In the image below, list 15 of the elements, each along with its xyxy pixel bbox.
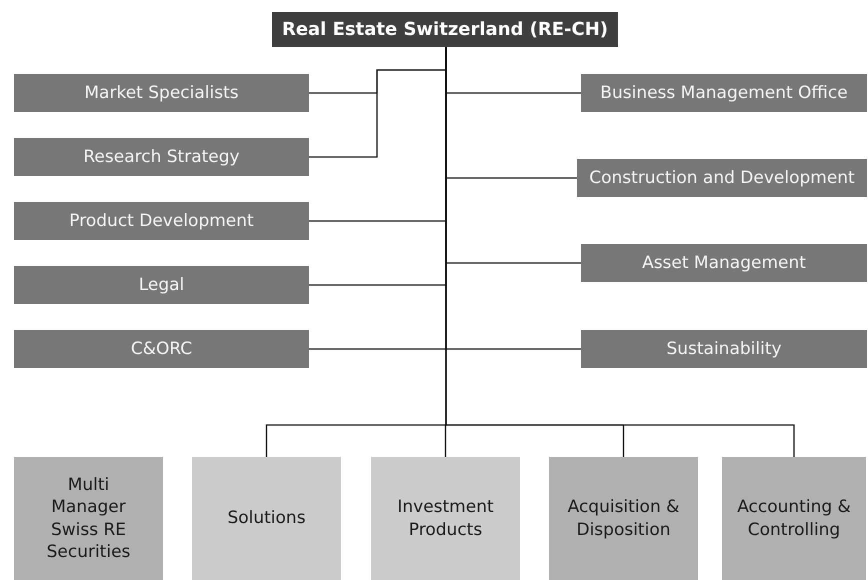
- department-box: Construction and Development: [577, 159, 867, 197]
- unit-box: Accounting & Controlling: [722, 457, 866, 580]
- department-box: Product Development: [14, 202, 309, 240]
- unit-box: Acquisition & Disposition: [549, 457, 698, 580]
- unit-box: Solutions: [192, 457, 341, 580]
- org-head-box: Real Estate Switzerland (RE-CH): [272, 12, 618, 47]
- department-box: C&ORC: [14, 330, 309, 368]
- department-box: Sustainability: [581, 330, 867, 368]
- department-box: Market Specialists: [14, 74, 309, 112]
- department-box: Legal: [14, 266, 309, 304]
- department-box: Asset Management: [581, 244, 867, 282]
- department-box: Business Management Office: [581, 74, 867, 112]
- unit-box: Investment Products: [371, 457, 520, 580]
- unit-box: Multi Manager Swiss RE Securities: [14, 457, 163, 580]
- department-box: Research Strategy: [14, 138, 309, 176]
